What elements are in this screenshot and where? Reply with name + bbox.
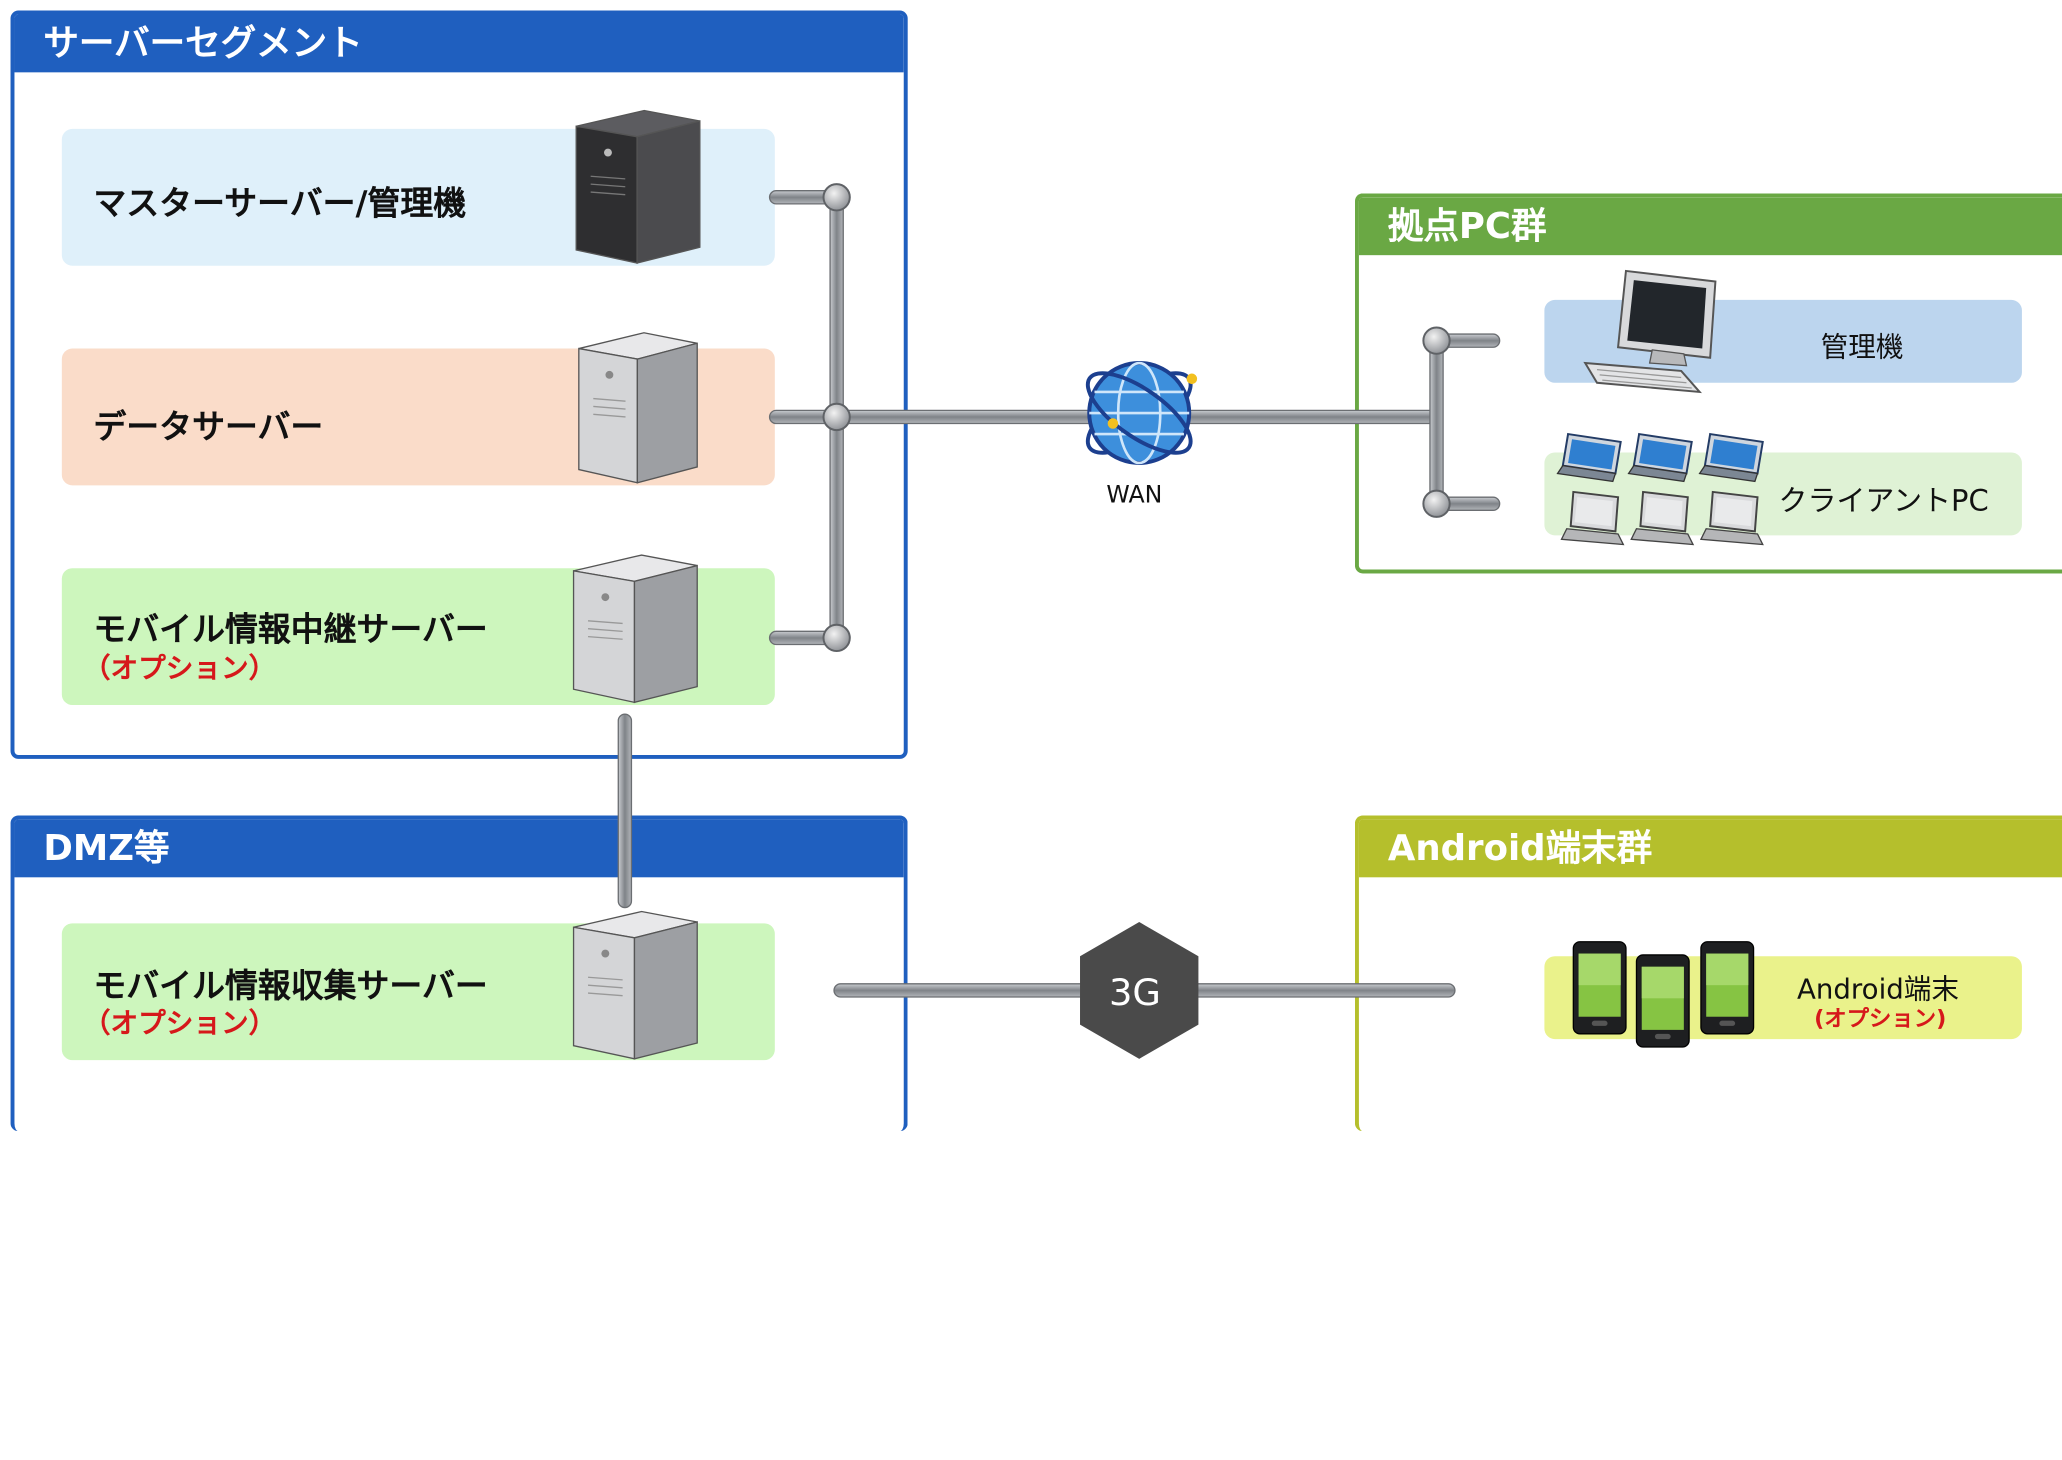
admin-pc-node (1422, 326, 1451, 355)
data-server-node (822, 402, 851, 432)
laptop-icon (1556, 432, 1622, 483)
mobile-relay-server-label: モバイル情報中継サーバー (93, 610, 488, 649)
laptop-icon (1698, 432, 1764, 483)
mobile-collect-server-option: （オプション） (82, 1007, 277, 1040)
tower-server-dark-icon (575, 109, 701, 264)
master-server-node (822, 183, 851, 212)
branch-pc-title: 拠点PC群 (1358, 197, 2062, 256)
client-pc-label: クライアントPC (1778, 485, 1989, 519)
dmz-tower-server-icon (572, 910, 698, 1060)
android-phone-icon (1700, 941, 1755, 1035)
tower-server-silver-icon (572, 554, 698, 704)
threeg-label: 3G (1108, 970, 1161, 1015)
data-server-label: データサーバー (93, 407, 324, 446)
hexagon-3g-icon (1080, 922, 1199, 1059)
relay-server-node (822, 623, 851, 653)
wan-label: WAN (1106, 481, 1163, 510)
mobile-collect-server-label: モバイル情報収集サーバー (93, 966, 488, 1005)
android-device-label: Android端末 (1796, 973, 1960, 1005)
laptop-icon (1630, 490, 1695, 546)
dmz-title: DMZ等 (14, 819, 904, 878)
server-segment-title: サーバーセグメント (14, 14, 904, 73)
laptop-icon (1560, 490, 1625, 546)
android-title: Android端末群 (1358, 819, 2062, 878)
android-phone-icon (1572, 941, 1627, 1035)
admin-pc-label: 管理機 (1820, 331, 1904, 364)
android-device-option: (オプション) (1814, 1006, 1947, 1033)
client-pc-node (1422, 489, 1451, 518)
mobile-relay-server-option: （オプション） (82, 652, 277, 684)
desktop-pc-icon (1583, 269, 1717, 394)
branch-bus-vertical (1429, 340, 1444, 505)
client-pc-row: クライアントPC (1544, 452, 2022, 536)
laptop-icon (1699, 490, 1764, 546)
laptop-icon (1627, 432, 1693, 483)
tower-server-light-icon (578, 332, 698, 484)
android-phone-icon (1635, 954, 1690, 1048)
globe-network-icon (1085, 361, 1198, 465)
relay-to-dmz-line (617, 713, 633, 909)
icon-layer (572, 109, 1764, 1060)
master-server-label: マスターサーバー/管理機 (93, 184, 467, 223)
